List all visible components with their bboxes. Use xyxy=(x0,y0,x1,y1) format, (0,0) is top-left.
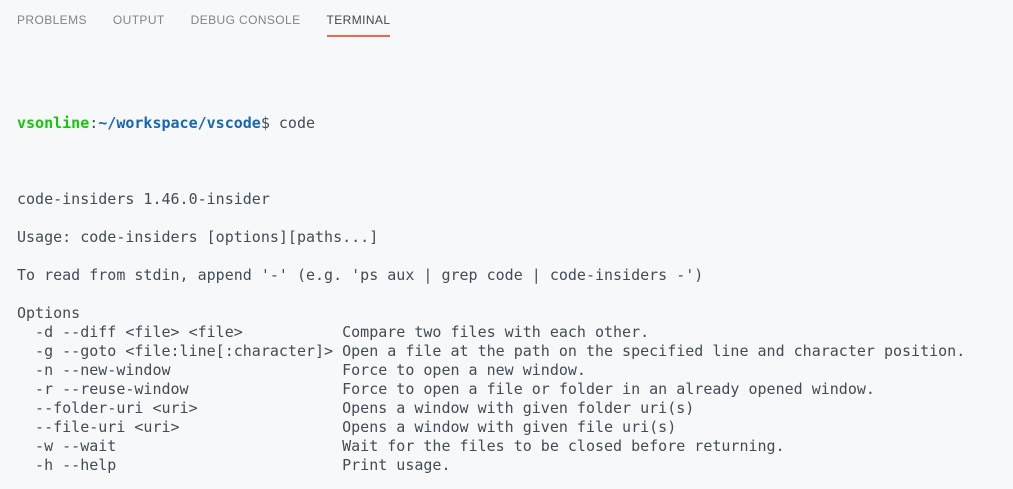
terminal-view[interactable]: vsonline:~/workspace/vscode$ code code-i… xyxy=(0,38,1013,489)
terminal-line: --folder-uri <uri> Opens a window with g… xyxy=(17,399,695,417)
terminal-line xyxy=(17,209,1013,228)
terminal-line xyxy=(17,247,1013,266)
tab-debug-console[interactable]: DEBUG CONSOLE xyxy=(190,13,301,27)
terminal-line: Usage: code-insiders [options][paths...] xyxy=(17,228,379,246)
terminal-line xyxy=(17,285,1013,304)
tab-problems[interactable]: PROBLEMS xyxy=(17,13,87,27)
tab-output[interactable]: OUTPUT xyxy=(112,13,165,27)
prompt-separator: : xyxy=(89,114,99,132)
prompt-symbol: $ xyxy=(260,114,270,132)
terminal-line: -h --help Print usage. xyxy=(17,456,451,474)
terminal-line xyxy=(17,475,1013,489)
terminal-line: -g --goto <file:line[:character]> Open a… xyxy=(17,342,966,360)
tab-terminal[interactable]: TERMINAL xyxy=(326,13,391,37)
terminal-line: Options xyxy=(17,304,81,322)
terminal-line: -d --diff <file> <file> Compare two file… xyxy=(17,323,650,341)
executed-command: code xyxy=(269,114,316,132)
prompt-user: vsonline xyxy=(17,114,90,132)
terminal-line: --file-uri <uri> Opens a window with giv… xyxy=(17,418,677,436)
terminal-line: To read from stdin, append '-' (e.g. 'ps… xyxy=(17,266,704,284)
panel-tab-bar: PROBLEMS OUTPUT DEBUG CONSOLE TERMINAL xyxy=(0,0,1013,38)
terminal-line: -n --new-window Force to open a new wind… xyxy=(17,361,586,379)
prompt-path: ~/workspace/vscode xyxy=(98,114,261,132)
terminal-line: -r --reuse-window Force to open a file o… xyxy=(17,380,875,398)
terminal-line: -w --wait Wait for the files to be close… xyxy=(17,437,785,455)
terminal-prompt-line-executed: vsonline:~/workspace/vscode$ code xyxy=(17,114,1013,133)
terminal-line: code-insiders 1.46.0-insider xyxy=(17,190,270,208)
